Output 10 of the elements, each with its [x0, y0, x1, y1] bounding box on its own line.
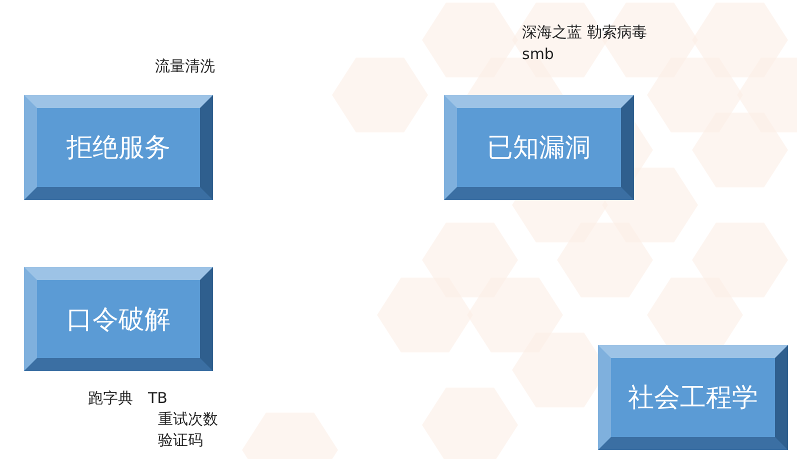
box-title: 已知漏洞: [487, 132, 591, 165]
note-text: TB: [148, 389, 168, 407]
box-title: 社会工程学: [628, 382, 758, 415]
note-text: 验证码: [158, 431, 203, 450]
note-text: 重试次数: [158, 410, 218, 429]
note-text: 深海之蓝 勒索病毒 smb: [522, 22, 648, 65]
box-title: 拒绝服务: [66, 132, 170, 165]
box-title: 口令破解: [66, 304, 170, 336]
note-text: 流量清洗: [155, 57, 215, 76]
note-text: 跑字典: [88, 389, 133, 408]
